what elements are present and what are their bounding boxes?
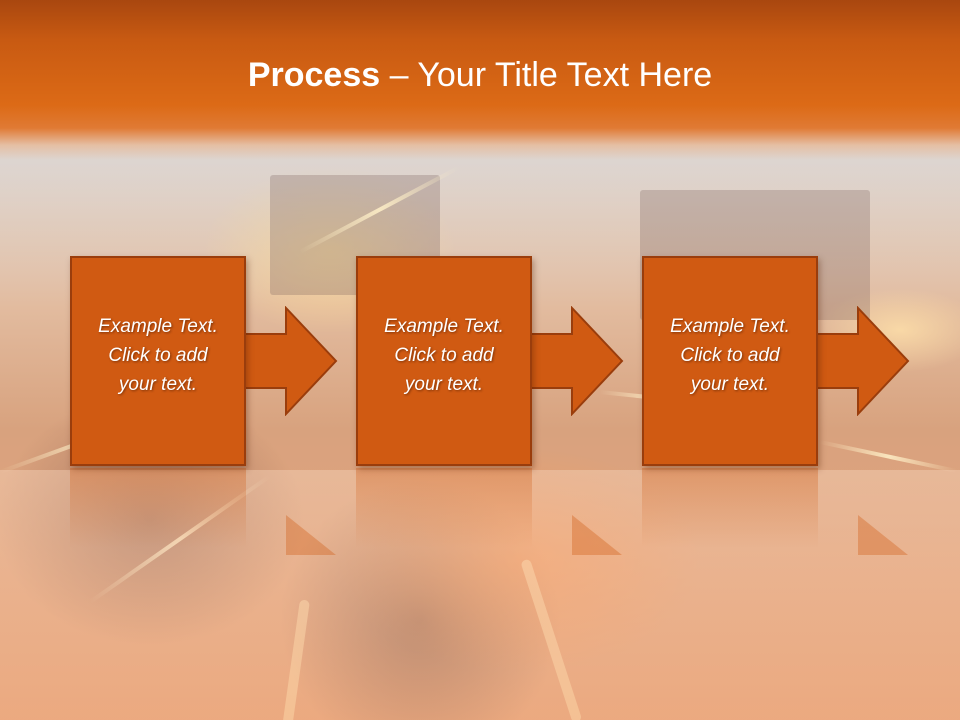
step-text: Example Text. Click to add your text. [384, 316, 504, 395]
arrow-reflection [814, 515, 910, 555]
step-text: Example Text. Click to add your text. [670, 316, 790, 395]
process-step-2[interactable]: Example Text. Click to add your text. [356, 256, 532, 466]
step-reflection [70, 468, 246, 548]
step-text: Example Text. Click to add your text. [98, 316, 218, 395]
step-reflection [356, 468, 532, 548]
bottom-overlay [0, 470, 960, 720]
title-strong: Process [247, 56, 381, 94]
arrow-right-icon [242, 306, 338, 416]
arrow-reflection [528, 515, 624, 555]
title-bar [0, 0, 960, 160]
step-reflection [642, 468, 818, 548]
arrow-right-icon [814, 306, 910, 416]
arrow-right-icon [528, 306, 624, 416]
process-step-3[interactable]: Example Text. Click to add your text. [642, 256, 818, 466]
arrow-reflection [242, 515, 338, 555]
slide-title[interactable]: Process – Your Title Text Here [0, 52, 960, 98]
title-rest: – Your Title Text Here [380, 56, 713, 94]
process-step-1[interactable]: Example Text. Click to add your text. [70, 256, 246, 466]
